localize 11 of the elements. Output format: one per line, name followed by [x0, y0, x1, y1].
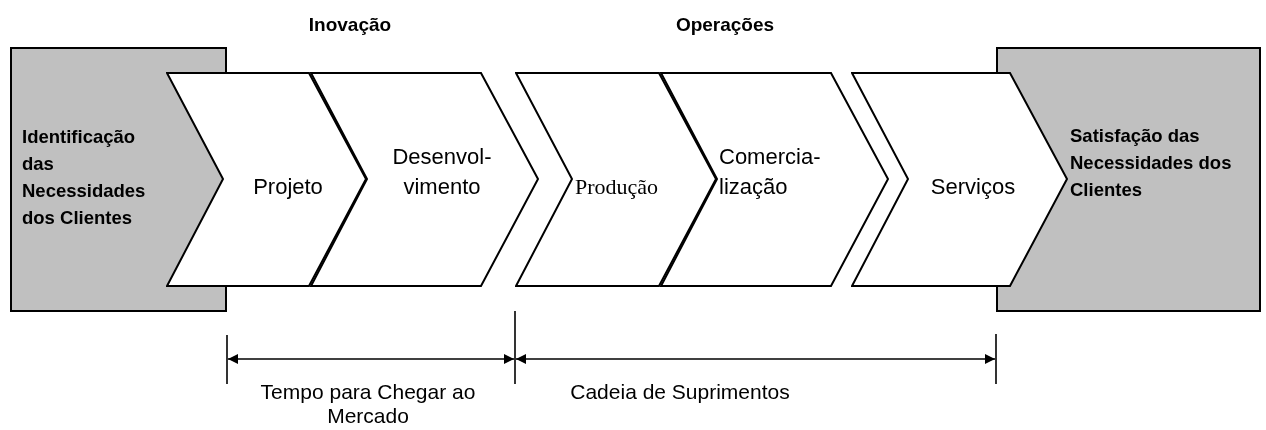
step-label: Projeto — [252, 173, 324, 201]
step-label: Serviços — [929, 173, 1017, 201]
dimension-label: Tempo para Chegar ao Mercado — [259, 380, 477, 428]
step-label: Satisfação das Necessidades dos Clientes — [1070, 124, 1233, 202]
step-label: Identificação das Necessidades dos Clientes — [22, 125, 147, 230]
step-label: Comercia- lização — [719, 143, 822, 201]
dimension-label: Cadeia de Suprimentos — [569, 380, 791, 404]
step-label: Produção — [575, 173, 660, 201]
group-heading: Inovação — [307, 13, 393, 37]
group-heading: Operações — [674, 13, 776, 37]
step-label: Desenvol- vimento — [391, 143, 493, 201]
